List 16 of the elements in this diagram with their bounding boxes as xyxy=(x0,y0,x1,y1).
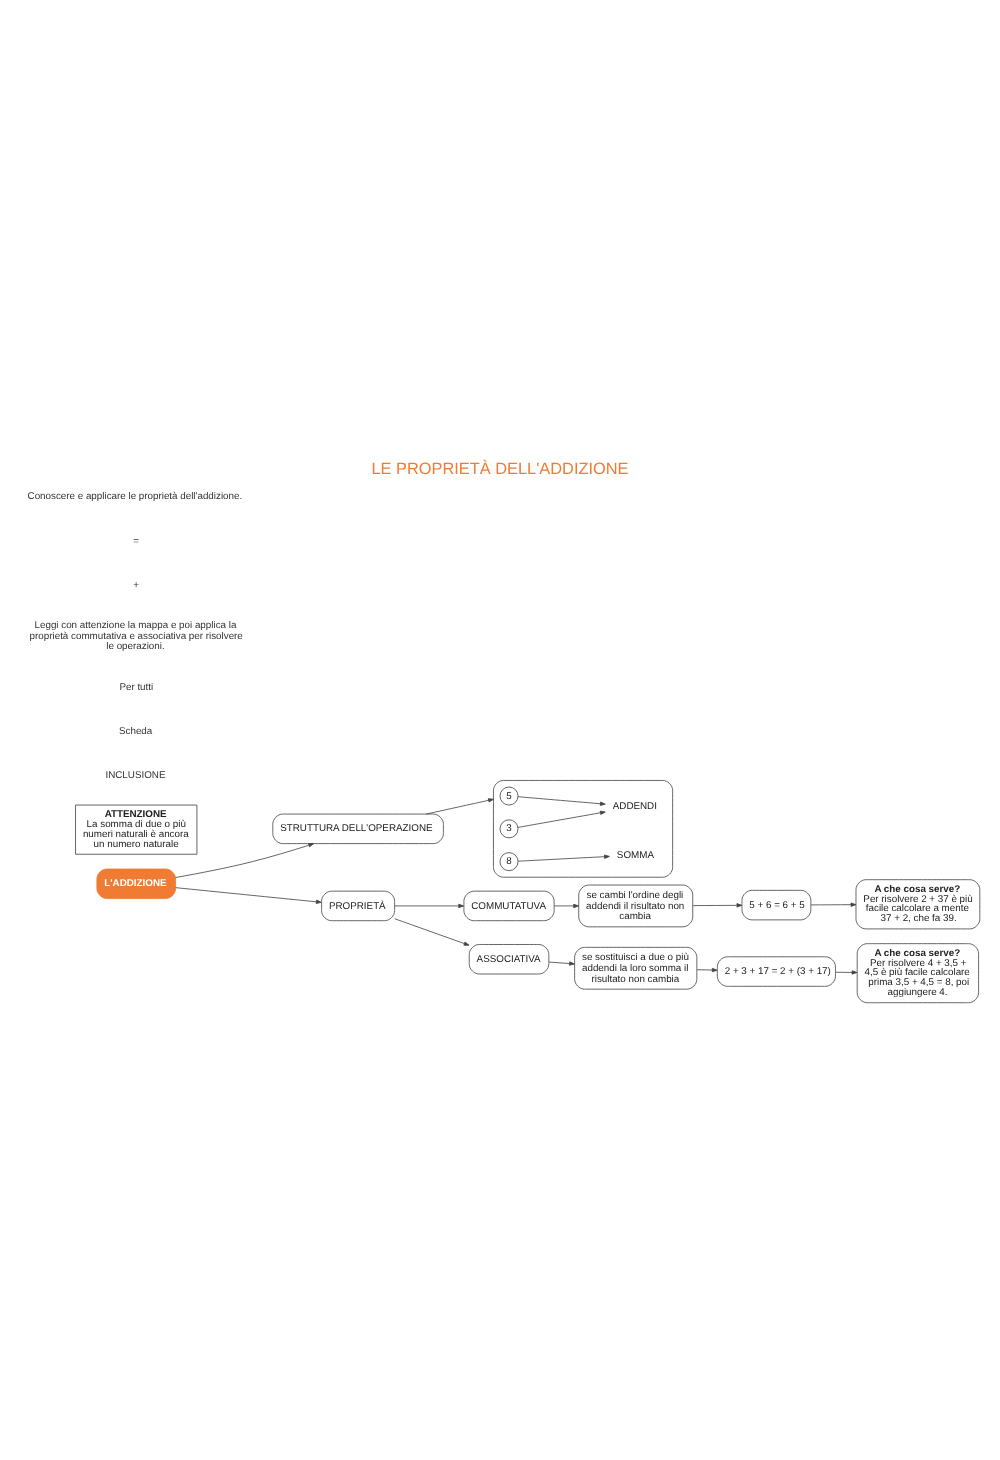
cluster xyxy=(493,780,674,878)
arrow xyxy=(517,810,606,828)
arrow xyxy=(175,843,315,878)
arrow xyxy=(394,918,470,946)
arrow xyxy=(425,798,494,815)
arrow xyxy=(553,903,579,909)
arrow xyxy=(835,970,858,975)
arrow xyxy=(692,903,743,908)
arrow xyxy=(517,854,610,862)
arrow xyxy=(810,902,857,907)
arrow xyxy=(394,903,465,909)
arrow xyxy=(548,961,575,966)
diagram-title: LE PROPRIETÀ DELL'ADDIZIONE xyxy=(371,459,629,478)
arrow xyxy=(175,887,322,904)
arrow xyxy=(696,967,718,973)
arrow xyxy=(517,796,606,806)
